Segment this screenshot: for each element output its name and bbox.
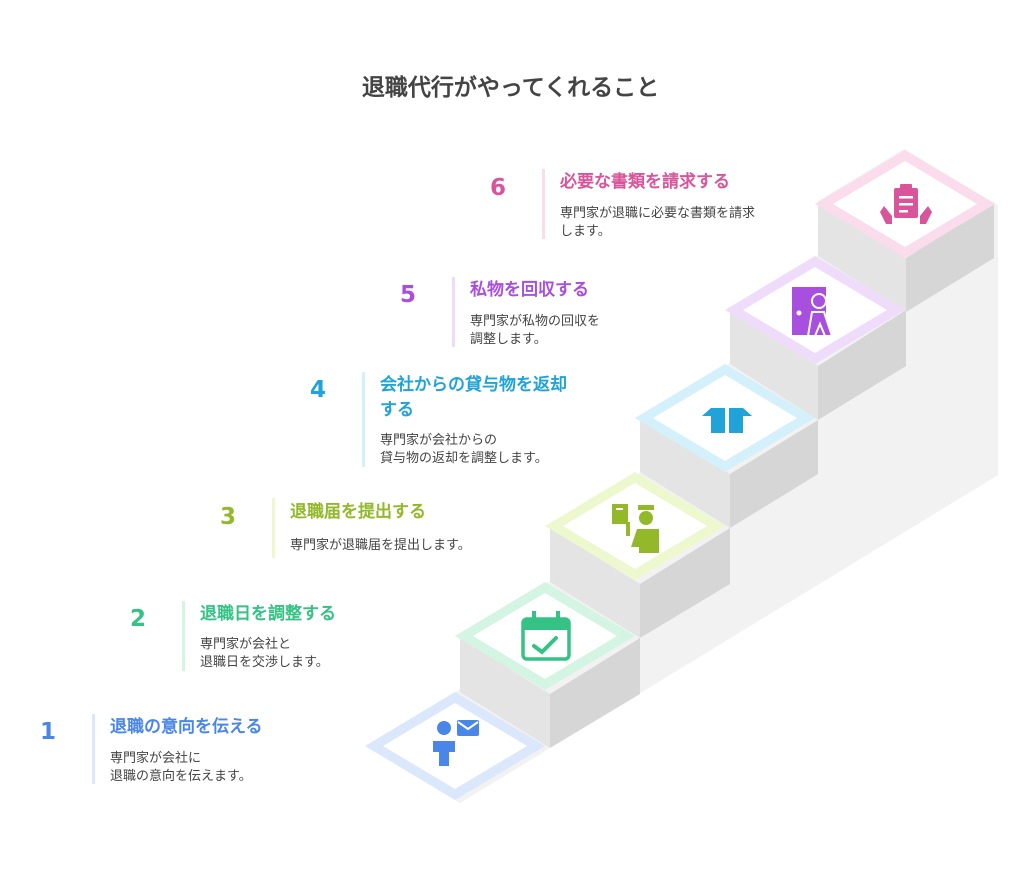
- riser-4: [730, 310, 906, 420]
- step-description: 専門家が会社と: [200, 637, 292, 652]
- step-title: 退職日を調整する: [200, 604, 336, 624]
- step-divider: [92, 714, 95, 784]
- step-title: 必要な書類を請求する: [560, 172, 730, 192]
- step-number: 4: [310, 377, 327, 403]
- step-description-line2: 貸与物の返却を調整します。: [380, 451, 548, 466]
- step-title: 私物を回収する: [470, 280, 589, 300]
- riser-3: [640, 418, 818, 528]
- step-number: 1: [40, 719, 57, 745]
- step-description-line2: 退職日を交渉します。: [200, 655, 329, 670]
- step-number: 2: [130, 606, 147, 632]
- step-divider: [362, 372, 365, 467]
- step-title: 退職の意向を伝える: [110, 717, 263, 737]
- step-description: 専門家が会社からの: [380, 433, 498, 448]
- step-description-line2: 退職の意向を伝えます。: [110, 769, 252, 784]
- step-divider: [182, 601, 185, 671]
- calendar-check-icon: [521, 611, 571, 661]
- step-description: 専門家が私物の回収を: [470, 314, 601, 329]
- box-icon: [702, 408, 752, 433]
- step-number: 5: [400, 282, 417, 308]
- step-divider: [542, 169, 545, 239]
- step-description-line2: します。: [560, 224, 611, 239]
- step-divider: [452, 277, 455, 347]
- step-number: 6: [490, 175, 507, 201]
- step-3-top: [545, 472, 725, 580]
- step-description-line2: 調整します。: [470, 332, 547, 347]
- step-divider: [272, 498, 275, 558]
- step-description: 専門家が会社に: [110, 751, 202, 766]
- person-door-icon: [792, 287, 834, 337]
- step-title: 退職届を提出する: [290, 502, 426, 522]
- step-title-line2: する: [380, 400, 414, 420]
- step-description: 専門家が退職に必要な書類を請求: [560, 206, 756, 221]
- step-description: 専門家が退職届を提出します。: [290, 538, 471, 553]
- riser-1: [460, 638, 640, 748]
- clipboard-hands-icon: [880, 184, 932, 224]
- person-document-icon: [612, 504, 659, 553]
- person-mail-icon: [433, 720, 479, 766]
- step-title: 会社からの貸与物を返却: [380, 375, 567, 395]
- riser-5: [818, 202, 994, 312]
- step-number: 3: [220, 504, 237, 530]
- riser-2: [550, 528, 730, 638]
- page-title: 退職代行がやってくれること: [361, 75, 660, 101]
